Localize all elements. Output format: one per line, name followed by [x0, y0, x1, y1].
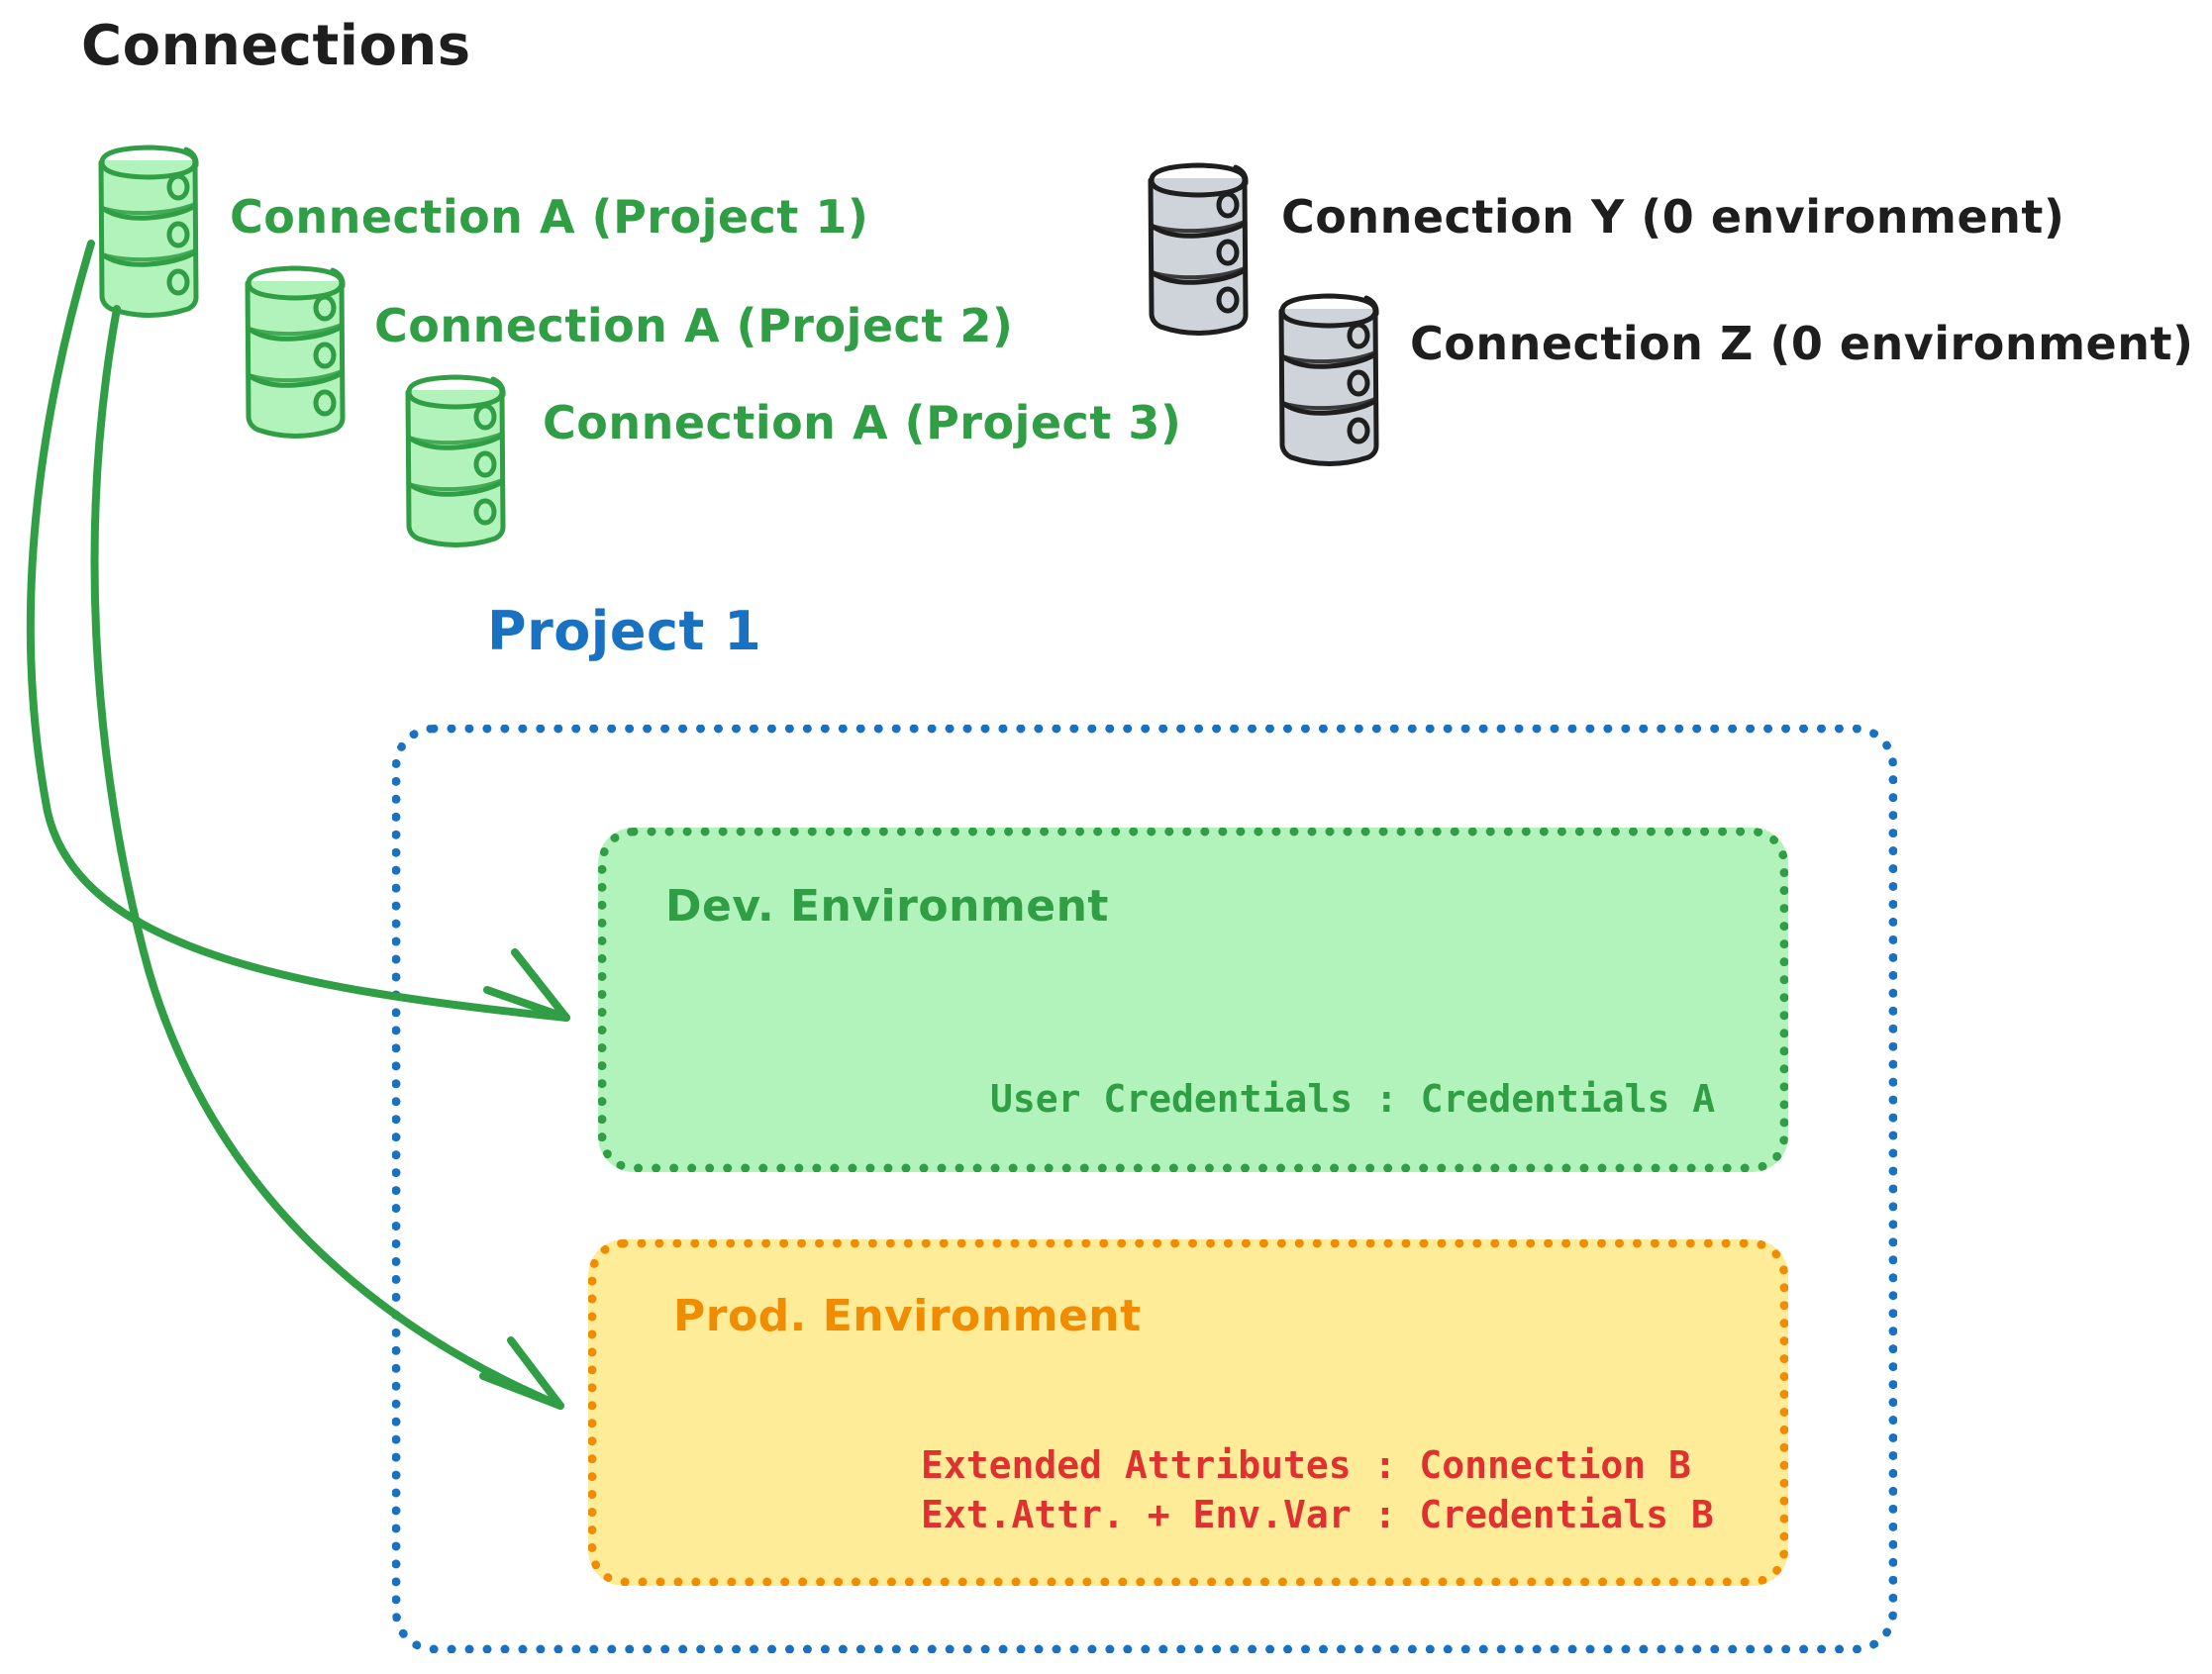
dev-environment-label: Dev. Environment [665, 881, 1109, 932]
connection-a-project-3-label: Connection A (Project 3) [543, 396, 1182, 449]
database-icon-connection-y [1151, 165, 1248, 334]
prod-environment-line-2: Ext.Attr. + Env.Var : Credentials B [921, 1493, 1714, 1536]
dev-environment-credentials-line: User Credentials : Credentials A [990, 1077, 1716, 1121]
connection-a-project-1-label: Connection A (Project 1) [230, 190, 869, 244]
prod-environment-line-1: Extended Attributes : Connection B [921, 1443, 1691, 1487]
prod-environment-label: Prod. Environment [673, 1291, 1142, 1341]
connection-z-label: Connection Z (0 environment) [1410, 317, 2194, 370]
database-icon-connection-a-project-3 [408, 377, 505, 545]
project-1-label: Project 1 [487, 600, 762, 662]
database-icon-connection-a-project-2 [248, 268, 345, 437]
database-icon-connection-a-project-1 [101, 148, 198, 316]
dev-environment-box [598, 828, 1788, 1172]
connection-a-project-2-label: Connection A (Project 2) [374, 299, 1014, 352]
connection-y-label: Connection Y (0 environment) [1281, 190, 2065, 244]
page-title: Connections [81, 14, 471, 78]
database-icon-connection-z [1281, 296, 1378, 464]
prod-environment-box [588, 1239, 1788, 1586]
